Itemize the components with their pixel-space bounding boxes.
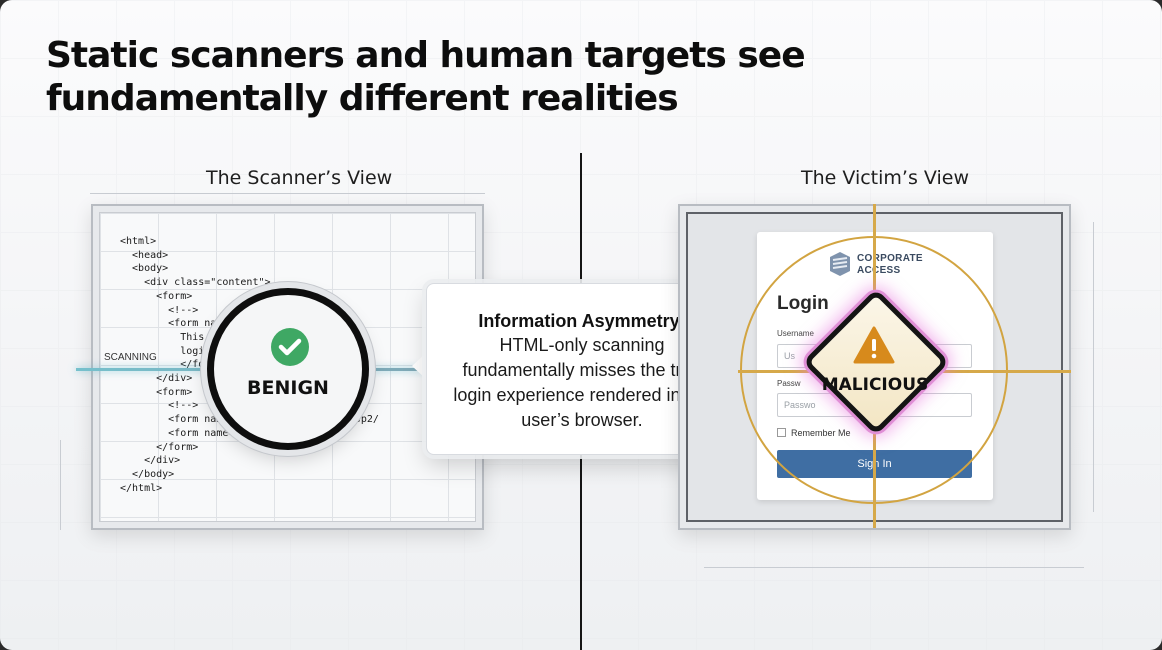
code-line: <head> — [120, 249, 169, 261]
code-line: <!--> — [120, 400, 199, 412]
page-title: Static scanners and human targets see fu… — [46, 35, 806, 119]
blueprint-line — [90, 193, 485, 194]
code-line: <body> — [120, 263, 169, 275]
code-line: </div> — [120, 373, 193, 385]
code-line: </form> — [120, 441, 199, 453]
benign-badge: BENIGN — [207, 288, 369, 450]
callout-heading: Information Asymmetry: — [478, 311, 686, 331]
code-line: <form nam — [120, 318, 223, 330]
code-line: logi — [120, 345, 205, 357]
malicious-verdict: MALICIOUS — [821, 375, 929, 395]
callout-body: HTML-only scanning fundamentally misses … — [453, 335, 711, 430]
code-line: </html> — [120, 482, 163, 494]
code-line: <form> — [120, 386, 193, 398]
victim-view-label: The Victim’s View — [801, 167, 969, 189]
callout-pointer — [412, 352, 427, 380]
code-line: </form — [120, 359, 217, 371]
code-line: </div> — [120, 455, 181, 467]
blueprint-line — [704, 567, 1084, 568]
check-icon — [271, 328, 309, 366]
warning-icon — [853, 325, 895, 365]
code-line: <html> — [120, 236, 157, 247]
scanner-view-label: The Scanner’s View — [206, 167, 393, 189]
scanning-label: SCANNING — [104, 352, 157, 363]
blueprint-line — [60, 440, 61, 530]
benign-verdict: BENIGN — [247, 377, 329, 399]
blueprint-line — [1093, 222, 1094, 512]
code-line: <!--> — [120, 304, 199, 316]
code-line: <div class="content"> — [120, 277, 271, 289]
code-line: <form> — [120, 290, 193, 302]
code-line: </body> — [120, 468, 175, 480]
